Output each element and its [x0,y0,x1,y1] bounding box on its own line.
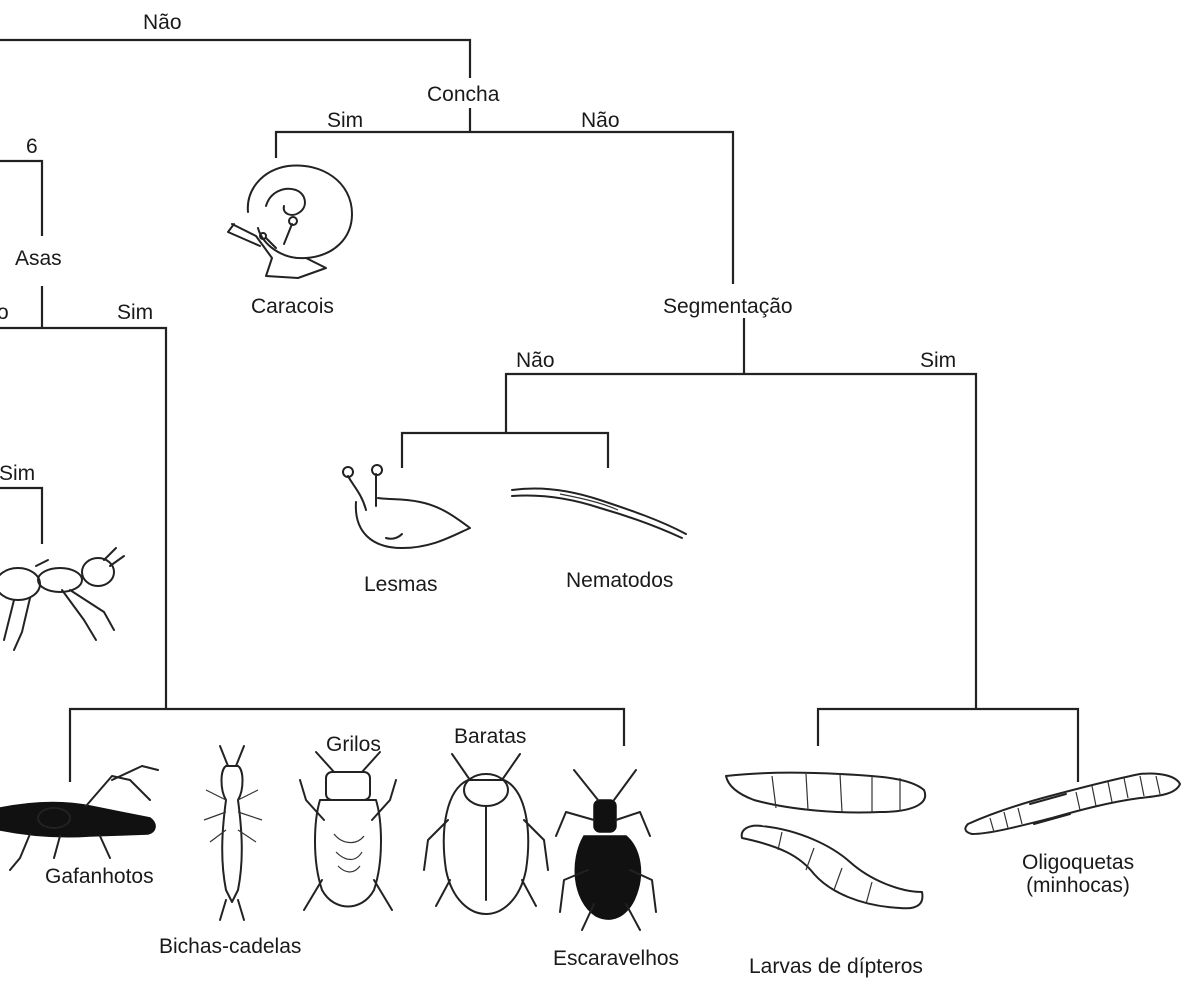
branch-label-concha-sim: Sim [327,110,363,131]
branch-label-seg-sim: Sim [920,350,956,371]
earthworm-icon [965,773,1180,834]
node-segmentacao: Segmentação [663,296,793,317]
node-concha: Concha [427,84,499,105]
node-asas: Asas [15,248,62,269]
tree-lines [0,40,1078,782]
taxon-grilos: Grilos [326,734,381,755]
taxon-baratas: Baratas [454,726,526,747]
taxon-escaravelhos: Escaravelhos [553,948,679,969]
taxon-bichas-cadelas: Bichas-cadelas [159,936,301,957]
taxon-lesmas: Lesmas [364,574,438,595]
earwig-icon [204,746,262,920]
branch-label-asas-partial: o [0,302,9,323]
ant-icon [0,548,124,650]
nematode-icon [512,488,686,538]
branch-label-asas-sim: Sim [117,302,153,323]
grasshopper-icon [0,766,158,870]
branch-label-concha-nao: Não [581,110,620,131]
branch-label-left-sim: Sim [0,463,35,484]
branch-label-top-no: Não [143,12,182,33]
taxon-oligoquetas-line1: Oligoquetas [1022,852,1134,873]
taxon-larvas-dipteros: Larvas de dípteros [749,956,923,977]
taxon-nematodos: Nematodos [566,570,673,591]
branch-label-seg-nao: Não [516,350,555,371]
taxon-oligoquetas-line2: (minhocas) [1022,875,1134,896]
taxon-oligoquetas: Oligoquetas (minhocas) [1022,852,1134,896]
beetle-icon [556,770,656,930]
snail-icon [228,165,352,278]
fly-larva-icon [726,773,925,909]
taxon-gafanhotos: Gafanhotos [45,866,154,887]
cockroach-icon [424,754,548,914]
slug-icon [343,465,470,548]
taxon-caracois: Caracois [251,296,334,317]
branch-label-six: 6 [26,136,38,157]
cricket-icon [300,752,396,910]
